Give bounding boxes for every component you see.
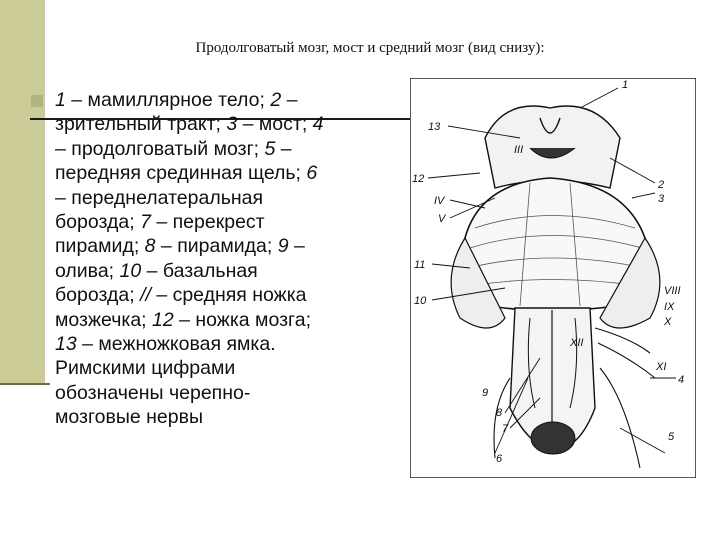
fig-label-III: III <box>514 144 523 156</box>
legend-line: – переднелатеральная <box>55 186 395 210</box>
legend-segment: – мамиллярное тело; <box>65 89 271 111</box>
legend-segment: олива; <box>55 259 120 282</box>
legend-number: 8 <box>144 235 156 258</box>
fig-label-4: 4 <box>678 374 684 386</box>
fig-label-6: 6 <box>496 453 503 465</box>
legend-segment: борозда; <box>55 211 141 234</box>
legend-segment: – <box>275 137 292 160</box>
legend-line: обозначены черепно- <box>55 381 395 405</box>
legend-line: Римскими цифрами <box>55 356 395 380</box>
legend-number: 2 <box>270 89 282 111</box>
legend-segment: – <box>288 235 305 258</box>
legend-segment: обозначены черепно- <box>55 381 251 404</box>
legend-line: 1 – мамиллярное тело; 2 – <box>55 88 395 112</box>
fig-label-10: 10 <box>414 295 427 307</box>
legend-segment: – <box>281 89 298 111</box>
legend-number: 7 <box>140 211 151 234</box>
legend-text: 1 – мамиллярное тело; 2 –зрительный трак… <box>55 88 395 430</box>
fig-label-11: 11 <box>414 259 425 271</box>
slide-title: Продолговатый мозг, мост и средний мозг … <box>195 40 545 56</box>
legend-number: 4 <box>312 113 324 136</box>
fig-label-13: 13 <box>428 121 441 133</box>
fig-label-2: 2 <box>657 179 664 191</box>
legend-segment: – ножка мозга; <box>173 308 311 331</box>
fig-label-IX: IX <box>664 301 675 313</box>
legend-number: 5 <box>264 137 276 160</box>
brainstem-illustration: 1 13 III 12 2 3 IV V 11 10 VIII IX X XII… <box>410 78 696 478</box>
fig-label-7: 7 <box>502 423 509 435</box>
sidebar-decoration <box>0 0 45 383</box>
legend-segment: мозжечка; <box>55 308 153 331</box>
legend-segment: – межножковая ямка. <box>76 333 276 356</box>
fig-label-1: 1 <box>622 79 628 91</box>
fig-label-8: 8 <box>496 407 503 419</box>
legend-segment: – пирамида; <box>155 235 278 258</box>
legend-segment: мозговые нервы <box>55 406 203 429</box>
title-rule <box>30 118 410 120</box>
legend-segment: – базальная <box>141 259 258 282</box>
legend-number: 6 <box>306 162 318 185</box>
legend-number: 13 <box>55 333 77 356</box>
legend-line: пирамид; 8 – пирамида; 9 – <box>55 234 395 258</box>
fig-label-V: V <box>438 213 447 225</box>
legend-segment: – продолговатый мозг; <box>55 137 265 160</box>
legend-line: мозговые нервы <box>55 405 395 429</box>
bullet-square-icon <box>31 95 43 107</box>
sidebar-underline <box>0 383 50 385</box>
legend-number: 3 <box>226 113 238 136</box>
legend-segment: – переднелатеральная <box>55 186 264 209</box>
legend-segment: передняя срединная щель; <box>55 162 307 185</box>
fig-label-X: X <box>663 316 672 328</box>
fig-label-3: 3 <box>658 193 665 205</box>
fig-label-IV: IV <box>434 195 446 207</box>
legend-line: олива; 10 – базальная <box>55 259 395 283</box>
brainstem-drawing: 1 13 III 12 2 3 IV V 11 10 VIII IX X XII… <box>410 78 696 478</box>
legend-line: – продолговатый мозг; 5 – <box>55 137 395 161</box>
fig-label-VIII: VIII <box>664 285 681 297</box>
fig-label-9: 9 <box>482 387 488 399</box>
legend-segment: зрительный тракт; <box>55 113 227 136</box>
legend-number: 10 <box>119 259 142 282</box>
fig-label-XII: XII <box>569 337 583 349</box>
fig-label-5: 5 <box>668 431 675 443</box>
legend-line: зрительный тракт; 3 – мост; 4 <box>55 112 395 136</box>
legend-line: борозда; 7 – перекрест <box>55 210 395 234</box>
fig-label-XI: XI <box>655 361 666 373</box>
legend-number: 12 <box>152 308 174 331</box>
legend-line: борозда; // – средняя ножка <box>55 283 395 307</box>
legend-line: передняя срединная щель; 6 <box>55 161 395 185</box>
legend-segment: Римскими цифрами <box>55 357 236 380</box>
legend-line: мозжечка; 12 – ножка мозга; <box>55 308 395 332</box>
legend-segment: – средняя ножка <box>150 284 307 307</box>
legend-segment: борозда; <box>55 284 141 307</box>
legend-segment: пирамид; <box>55 235 145 258</box>
legend-number: 9 <box>277 235 289 258</box>
legend-segment: – мост; <box>237 113 313 136</box>
legend-line: 13 – межножковая ямка. <box>55 332 395 356</box>
legend-number: 1 <box>55 89 66 111</box>
legend-number: // <box>140 284 151 307</box>
fig-label-12: 12 <box>412 173 424 185</box>
legend-segment: – перекрест <box>150 211 265 234</box>
